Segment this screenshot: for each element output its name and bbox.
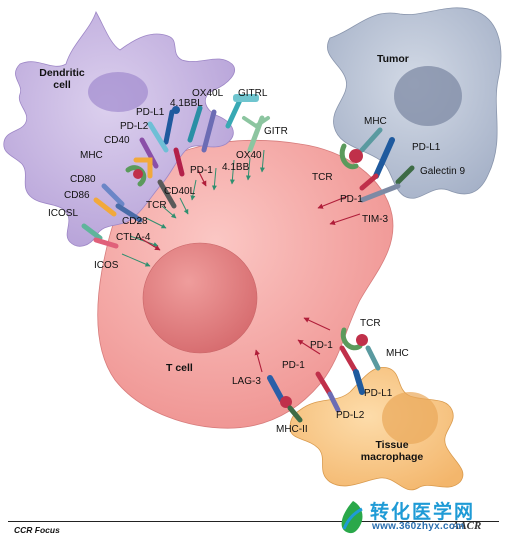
t-cell-title: T cell	[166, 362, 193, 374]
label-tcr-tumor: TCR	[312, 172, 333, 183]
watermark-url: www.360zhyx.com	[372, 521, 465, 532]
label-pd1-mac-a: PD-1	[310, 340, 333, 351]
label-ox40: OX40	[236, 150, 262, 161]
label-41bbl: 4.1BBL	[170, 98, 203, 109]
inhibitory-arrows-tumor	[317, 195, 361, 226]
inhibitory-arrows-macrophage	[254, 317, 331, 373]
label-mhc-tumor: MHC	[364, 116, 387, 127]
label-cd28: CD28	[122, 216, 148, 227]
label-icos: ICOS	[94, 260, 119, 271]
label-galectin9: Galectin 9	[420, 166, 465, 177]
label-mhc-mac: MHC	[386, 348, 409, 359]
watermark-title: 转化医学网	[370, 502, 476, 523]
label-cd40: CD40	[104, 135, 130, 146]
label-pdl2-mac: PD-L2	[336, 410, 365, 421]
tissue-macrophage	[289, 366, 464, 491]
tumor-title: Tumor	[377, 53, 409, 65]
label-pd1-tumor: PD-1	[340, 194, 363, 205]
label-mhc-dc: MHC	[80, 150, 103, 161]
label-pdl1-dc: PD-L1	[136, 107, 165, 118]
label-tcr-mac: TCR	[360, 318, 381, 329]
label-cd86: CD86	[64, 190, 90, 201]
footer: CCR Focus AACR	[0, 517, 507, 545]
watermark: 转化医学网 www.360zhyx.com	[336, 495, 502, 541]
footer-rule	[8, 521, 499, 522]
label-mhc2: MHC-II	[276, 424, 308, 435]
t-cell	[97, 139, 394, 429]
label-ctla4: CTLA-4	[116, 232, 151, 243]
label-cd40l: CD40L	[164, 186, 196, 197]
tumor-receptors	[339, 127, 415, 203]
label-gitrl: GITRL	[238, 88, 268, 99]
watermark-leaf-icon	[341, 501, 363, 534]
activating-arrows	[121, 149, 265, 267]
label-pdl1-tumor: PD-L1	[412, 142, 441, 153]
journal-name: CCR Focus	[14, 525, 60, 535]
label-pd1-top: PD-1	[190, 165, 213, 176]
tumor-cell	[327, 7, 502, 199]
label-pdl2-dc: PD-L2	[120, 121, 149, 132]
label-41bb: 4.1BB	[222, 162, 250, 173]
label-tim3: TIM-3	[362, 214, 389, 225]
label-pd1-mac-b: PD-1	[282, 360, 305, 371]
label-lag3: LAG-3	[232, 376, 261, 387]
inhibitory-arrows-top	[139, 169, 207, 251]
dendritic-cell	[3, 11, 235, 247]
label-pdl1-mac: PD-L1	[364, 388, 393, 399]
label-cd80: CD80	[70, 174, 96, 185]
dendritic-receptors	[81, 94, 270, 249]
label-ox40l: OX40L	[192, 88, 224, 99]
t-cell-nucleus	[142, 242, 258, 354]
label-tcr-top: TCR	[146, 200, 167, 211]
publisher-logo: AACR	[452, 520, 482, 532]
label-icosl: ICOSL	[48, 208, 78, 219]
label-gitr: GITR	[264, 126, 288, 137]
macrophage-receptors	[267, 327, 381, 423]
